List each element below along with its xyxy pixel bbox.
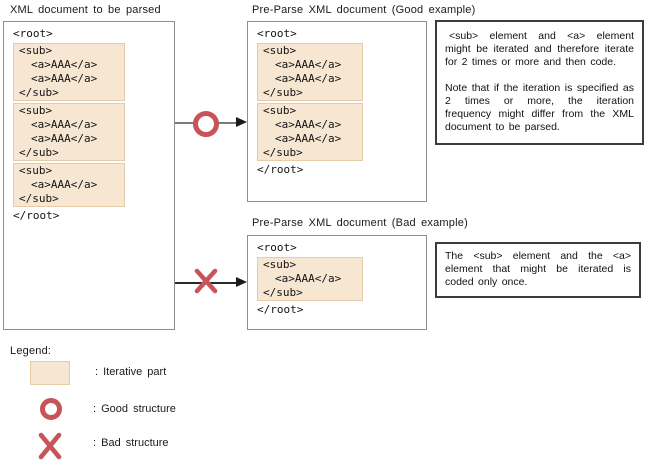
source-doc-box: <root> <sub> <a>AAA</a> <a>AAA</a> </sub… [3, 21, 175, 330]
bad-arrowhead-icon [236, 277, 247, 287]
legend-label-good: : Good structure [93, 403, 176, 415]
bad-note-paragraph: The <sub> element and the <a> element th… [445, 250, 631, 288]
xml-sub-open: <sub> [263, 44, 297, 57]
good-doc-box: <root> <sub> <a>AAA</a> <a>AAA</a> </sub… [247, 21, 427, 202]
iterative-block: <sub> <a>AAA</a> <a>AAA</a> </sub> [257, 43, 363, 101]
legend-good-structure-icon [40, 398, 62, 420]
xml-sub-close: </sub> [263, 86, 303, 99]
xml-a-line: <a>AAA</a> [275, 58, 342, 71]
xml-a-line: <a>AAA</a> [31, 132, 98, 145]
legend-label-iterative: : Iterative part [95, 366, 167, 378]
good-doc-title: Pre-Parse XML document (Good example) [252, 4, 476, 16]
good-note-paragraph-2: Note that if the iteration is specified … [445, 82, 634, 133]
xml-sub-close: </sub> [263, 286, 303, 299]
xml-a-line: <a>AAA</a> [275, 72, 342, 85]
legend-iterative-swatch [30, 361, 70, 385]
iterative-block: <sub> <a>AAA</a> </sub> [257, 257, 363, 301]
xml-sub-close: </sub> [19, 192, 59, 205]
xml-sub-open: <sub> [19, 44, 53, 57]
good-note-box: <sub> element and <a> element might be i… [435, 20, 644, 145]
good-arrowhead-icon [236, 117, 247, 127]
legend-title: Legend: [10, 345, 52, 357]
xml-root-open: <root> [257, 27, 297, 40]
source-doc-title: XML document to be parsed [10, 4, 161, 16]
legend-bad-structure-icon [38, 432, 62, 460]
iterative-block: <sub> <a>AAA</a> <a>AAA</a> </sub> [13, 43, 125, 101]
bad-doc-box: <root> <sub> <a>AAA</a> </sub> </root> [247, 235, 427, 330]
iterative-block: <sub> <a>AAA</a> <a>AAA</a> </sub> [13, 103, 125, 161]
xml-sub-close: </sub> [19, 146, 59, 159]
good-structure-icon [193, 111, 219, 137]
xml-sub-close: </sub> [19, 86, 59, 99]
xml-sub-close: </sub> [263, 146, 303, 159]
xml-sub-open: <sub> [263, 104, 297, 117]
xml-root-close: </root> [257, 303, 304, 316]
xml-sub-open: <sub> [19, 164, 53, 177]
iterative-block: <sub> <a>AAA</a> <a>AAA</a> </sub> [257, 103, 363, 161]
xml-root-open: <root> [257, 241, 297, 254]
xml-sub-open: <sub> [263, 258, 297, 271]
legend-label-bad: : Bad structure [93, 437, 169, 449]
xml-a-line: <a>AAA</a> [31, 72, 98, 85]
bad-structure-icon [194, 268, 218, 294]
xml-root-open: <root> [13, 27, 53, 40]
xml-root-close: </root> [257, 163, 304, 176]
bad-note-box: The <sub> element and the <a> element th… [435, 242, 641, 298]
bad-doc-title: Pre-Parse XML document (Bad example) [252, 217, 468, 229]
xml-a-line: <a>AAA</a> [275, 132, 342, 145]
xml-sub-open: <sub> [19, 104, 53, 117]
xml-a-line: <a>AAA</a> [31, 118, 98, 131]
iterative-block: <sub> <a>AAA</a> </sub> [13, 163, 125, 207]
xml-root-close: </root> [13, 209, 60, 222]
xml-a-line: <a>AAA</a> [275, 118, 342, 131]
xml-a-line: <a>AAA</a> [31, 178, 98, 191]
xml-a-line: <a>AAA</a> [31, 58, 98, 71]
good-note-paragraph-1: <sub> element and <a> element might be i… [445, 30, 634, 68]
xml-a-line: <a>AAA</a> [275, 272, 342, 285]
